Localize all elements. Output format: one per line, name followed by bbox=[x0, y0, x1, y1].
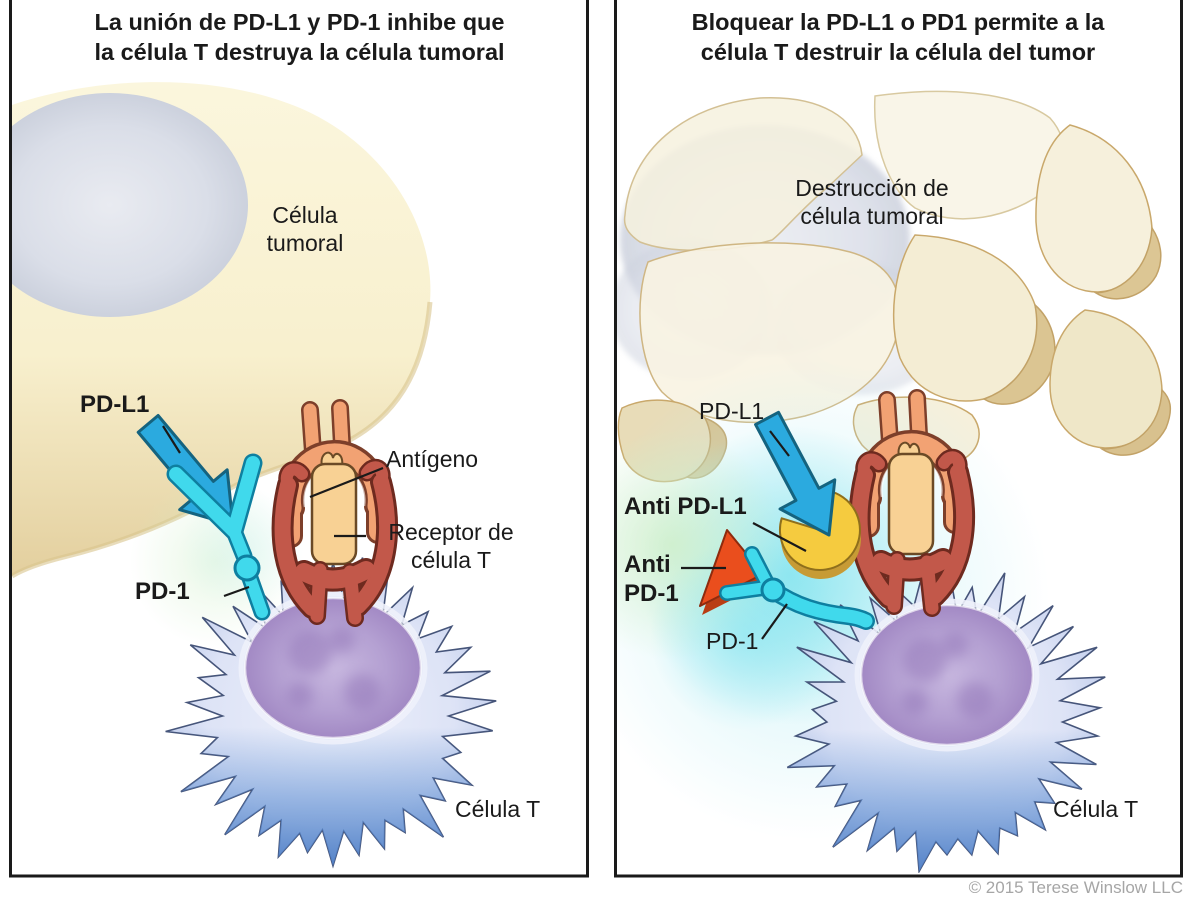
right-panel-border bbox=[614, 0, 1183, 878]
label-anti-pd-l1: Anti PD-L1 bbox=[624, 493, 747, 520]
pd-1-receptor-shape bbox=[166, 453, 271, 621]
tumor-nucleus-shape bbox=[12, 93, 248, 317]
label-pd-l1-left: PD-L1 bbox=[80, 391, 150, 418]
leader-line bbox=[162, 425, 384, 598]
right-panel-title: Bloquear la PD-L1 o PD1 permite a la cél… bbox=[691, 9, 1105, 65]
label-t-cell-left: Célula T bbox=[455, 796, 541, 822]
pd-1-receptor-shape bbox=[719, 546, 875, 630]
label-pd-1-left: PD-1 bbox=[135, 578, 190, 605]
t-cell-nucleus-shape bbox=[859, 603, 1035, 747]
label-t-cell-right: Célula T bbox=[1053, 796, 1139, 822]
label-antigen: Antígeno bbox=[386, 446, 479, 472]
label-tumor-cell: Célula tumoral bbox=[266, 202, 344, 256]
t-cell-shape bbox=[786, 556, 1106, 873]
tumor-cell-shape bbox=[12, 82, 433, 579]
label-anti-pd-1: Anti PD-1 bbox=[624, 551, 679, 607]
left-panel-title: La unión de PD-L1 y PD-1 inhibe que la c… bbox=[94, 9, 505, 65]
left-panel-border bbox=[9, 0, 589, 878]
t-cell-shape bbox=[165, 557, 497, 869]
label-t-cell-receptor: Receptor de célula T bbox=[388, 519, 514, 573]
label-tumor-destruction: Destrucción de célula tumoral bbox=[795, 175, 949, 229]
label-pd-l1-right: PD-L1 bbox=[699, 398, 765, 424]
leader-line bbox=[681, 430, 807, 640]
label-pd-1-right: PD-1 bbox=[706, 628, 759, 654]
copyright-credit: © 2015 Terese Winslow LLC bbox=[968, 878, 1183, 897]
t-cell-nucleus-shape bbox=[243, 596, 423, 740]
